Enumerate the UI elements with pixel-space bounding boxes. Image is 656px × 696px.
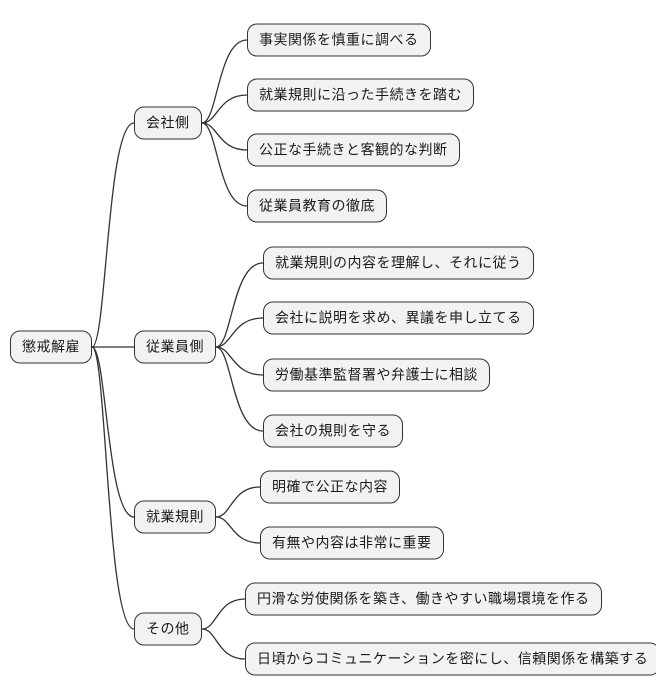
mindmap-edge-employee-employee-4 xyxy=(215,346,264,432)
mindmap-node-other: その他 xyxy=(134,612,202,646)
mindmap-node-employee-3: 労働基準監督署や弁護士に相談 xyxy=(263,358,490,392)
mindmap-edge-company-company-2 xyxy=(201,94,248,124)
mindmap-node-employee-1: 就業規則の内容を理解し、それに従う xyxy=(263,246,534,280)
mindmap-node-company-2: 就業規則に沿った手続きを踏む xyxy=(247,78,474,112)
mindmap-node-rules-1: 明確で公正な内容 xyxy=(260,470,400,504)
mindmap-edge-employee-employee-3 xyxy=(215,346,264,376)
mindmap-node-rules-2: 有無や内容は非常に重要 xyxy=(260,526,444,560)
mindmap-edge-company-company-1 xyxy=(201,39,248,124)
mindmap-edge-root-company xyxy=(91,122,135,348)
mindmap-edge-rules-rules-2 xyxy=(215,516,261,544)
mindmap-node-company-4: 従業員教育の徹底 xyxy=(247,189,387,223)
mindmap-node-rules: 就業規則 xyxy=(134,500,216,534)
mindmap-node-root: 懲戒解雇 xyxy=(10,330,92,364)
mindmap-edge-company-company-3 xyxy=(201,122,248,151)
mindmap-node-company-3: 公正な手続きと客観的な判断 xyxy=(247,133,460,167)
mindmap-node-other-1: 円滑な労使関係を築き、働きやすい職場環境を作る xyxy=(245,582,602,616)
mindmap-node-company: 会社側 xyxy=(134,106,202,140)
mindmap-edge-company-company-4 xyxy=(201,122,248,207)
mindmap-edge-other-other-2 xyxy=(201,628,246,660)
mindmap-edge-root-other xyxy=(91,346,135,630)
mindmap-node-employee: 従業員側 xyxy=(134,330,216,364)
mindmap-edge-other-other-1 xyxy=(201,598,246,630)
mindmap-node-employee-2: 会社に説明を求め、異議を申し立てる xyxy=(263,301,534,335)
mindmap-edge-employee-employee-1 xyxy=(215,262,264,348)
mindmap-node-company-1: 事実関係を慎重に調べる xyxy=(247,23,431,57)
mindmap-node-other-2: 日頃からコミュニケーションを密にし、信頼関係を構築する xyxy=(245,642,656,676)
mindmap-node-employee-4: 会社の規則を守る xyxy=(263,414,403,448)
mindmap-edge-root-rules xyxy=(91,346,135,518)
mindmap-edge-employee-employee-2 xyxy=(215,317,264,348)
mindmap-edge-rules-rules-1 xyxy=(215,486,261,518)
